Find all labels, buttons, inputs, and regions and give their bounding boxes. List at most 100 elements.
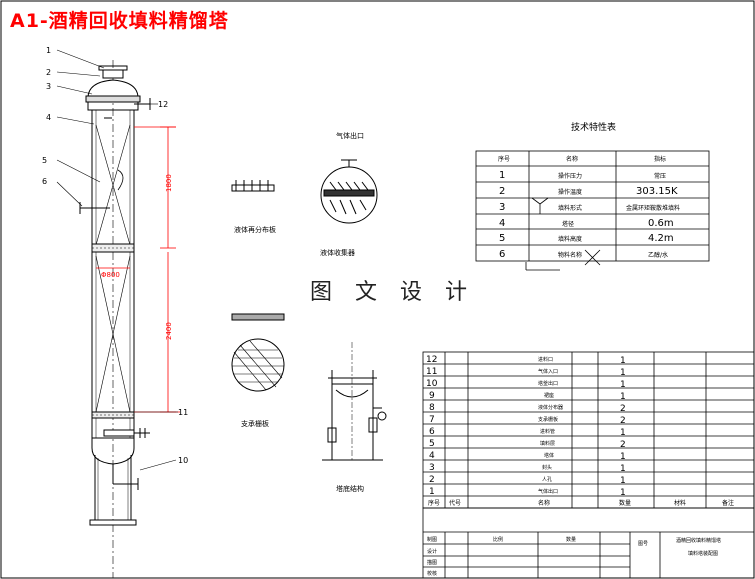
tech-row-4-no: 5 — [499, 233, 505, 244]
part-1-name: 气体入口 — [538, 368, 558, 375]
part-8-no: 4 — [429, 451, 435, 461]
tech-row-5-name: 物料名称 — [558, 251, 582, 259]
part-9-qty: 1 — [620, 464, 626, 474]
callout-1: 1 — [46, 46, 51, 55]
part-11-no: 1 — [429, 487, 435, 497]
parts-list-grid — [422, 351, 755, 579]
tech-header-1: 名称 — [566, 155, 578, 163]
tech-table — [475, 150, 710, 271]
tech-row-1-no: 2 — [499, 186, 505, 197]
tech-row-1-val: 303.15K — [636, 186, 678, 197]
part-6-no: 6 — [429, 427, 435, 437]
part-5-name: 支承栅板 — [538, 416, 558, 423]
tech-row-5-val: 乙醇/水 — [648, 251, 668, 259]
part-10-no: 2 — [429, 475, 435, 485]
tech-row-2-val: 金属环矩鞍散堆填料 — [626, 204, 680, 212]
liquid-distributor-view — [231, 180, 275, 192]
part-8-name: 塔体 — [544, 452, 554, 459]
callout-3: 3 — [46, 82, 51, 91]
tech-row-0-name: 操作压力 — [558, 172, 582, 180]
label-support-plate: 支承栅板 — [241, 419, 269, 428]
part-6-name: 进料管 — [540, 428, 555, 435]
tb-mid-0: 比例 — [493, 536, 503, 543]
parts-header-4: 材料 — [674, 499, 686, 507]
tech-header-2: 指标 — [654, 155, 666, 163]
parts-header-3: 数量 — [619, 499, 631, 507]
callout-numbers: 1 2 3 4 5 6 12 11 10 — [42, 46, 188, 465]
part-3-name: 裙座 — [544, 392, 554, 399]
tb-drawing-name: 酒精回收填料精馏塔 — [676, 537, 721, 544]
label-liquid-collector: 液体收集器 — [320, 248, 355, 257]
tech-row-1-name: 操作温度 — [558, 188, 582, 196]
tech-row-3-no: 4 — [499, 218, 505, 229]
part-5-qty: 2 — [620, 416, 626, 426]
part-8-qty: 1 — [620, 452, 626, 462]
part-9-no: 3 — [429, 463, 435, 473]
part-1-no: 11 — [426, 367, 437, 377]
title-block-text: 制图 设计 描图 校核 比例 数量 图号 酒精回收填料精馏塔 填料塔装配图 — [427, 536, 721, 577]
callout-10: 10 — [178, 456, 188, 465]
tech-row-4-name: 填料高度 — [558, 235, 582, 243]
tower-bottom-view — [322, 342, 387, 461]
part-0-qty: 1 — [620, 356, 626, 366]
part-5-no: 7 — [429, 415, 435, 425]
tech-row-3-val: 0.6m — [648, 218, 674, 229]
part-0-no: 12 — [426, 355, 437, 365]
part-0-name: 进料口 — [538, 356, 553, 363]
tb-drawing-no-label: 图号 — [638, 541, 648, 547]
tb-mid-1: 数量 — [566, 536, 576, 543]
support-plate-view — [231, 313, 285, 392]
part-2-name: 塔釜出口 — [538, 380, 558, 387]
tb-drawing-sub: 填料塔装配图 — [688, 550, 718, 557]
part-7-no: 5 — [429, 439, 435, 449]
label-liquid-distributor: 液体再分布板 — [234, 225, 276, 234]
parts-list-text: 12 进料口 1 11 气体入口 1 10 塔釜出口 1 9 裙座 1 8 液体… — [426, 355, 734, 507]
tech-row-4-val: 4.2m — [648, 233, 674, 244]
parts-header-1: 代号 — [449, 499, 461, 507]
tb-label-2: 描图 — [427, 559, 437, 566]
callout-6: 6 — [42, 177, 47, 186]
part-1-qty: 1 — [620, 368, 626, 378]
part-10-name: 人孔 — [542, 476, 552, 483]
callout-5: 5 — [42, 156, 47, 165]
part-6-qty: 1 — [620, 428, 626, 438]
tech-row-2-name: 填料形式 — [558, 204, 582, 212]
tech-header-0: 序号 — [498, 155, 510, 163]
part-11-name: 气体出口 — [538, 488, 558, 495]
gas-outlet-view — [320, 159, 378, 224]
parts-header-5: 备注 — [722, 499, 734, 507]
tb-label-0: 制图 — [427, 536, 437, 543]
parts-header-0: 序号 — [428, 499, 440, 507]
dim-height-upper: 1800 — [165, 174, 173, 192]
part-3-qty: 1 — [620, 392, 626, 402]
callout-12: 12 — [158, 100, 168, 109]
tech-row-5-no: 6 — [499, 249, 505, 260]
part-11-qty: 1 — [620, 488, 626, 498]
tech-row-0-no: 1 — [499, 170, 505, 181]
part-9-name: 封头 — [542, 464, 552, 471]
part-2-no: 10 — [426, 379, 438, 389]
callout-4: 4 — [46, 113, 51, 122]
part-4-no: 8 — [429, 403, 435, 413]
part-7-name: 填料层 — [540, 440, 555, 447]
tower-assembly — [79, 60, 151, 578]
callout-leaders — [56, 49, 178, 471]
label-tower-bottom: 塔底结构 — [336, 484, 364, 493]
parts-header-2: 名称 — [538, 499, 550, 507]
part-10-qty: 1 — [620, 476, 626, 486]
tb-label-1: 设计 — [427, 548, 437, 555]
drawing-title: A1-酒精回收填料精馏塔 — [10, 10, 229, 32]
dim-height-lower: 2400 — [165, 322, 173, 340]
watermark-text: 图 文 设 计 — [310, 280, 475, 305]
tech-row-0-val: 常压 — [654, 172, 666, 180]
part-4-name: 液体分布器 — [538, 404, 563, 411]
tech-table-text: 序号 名称 指标 1 操作压力 常压 2 操作温度 303.15K 3 填料形式… — [498, 155, 680, 260]
tech-row-3-name: 塔径 — [562, 220, 574, 228]
part-3-no: 9 — [429, 391, 435, 401]
tb-label-3: 校核 — [427, 570, 437, 577]
label-gas-outlet: 气体出口 — [336, 131, 364, 140]
part-7-qty: 2 — [620, 440, 626, 450]
part-2-qty: 1 — [620, 380, 626, 390]
